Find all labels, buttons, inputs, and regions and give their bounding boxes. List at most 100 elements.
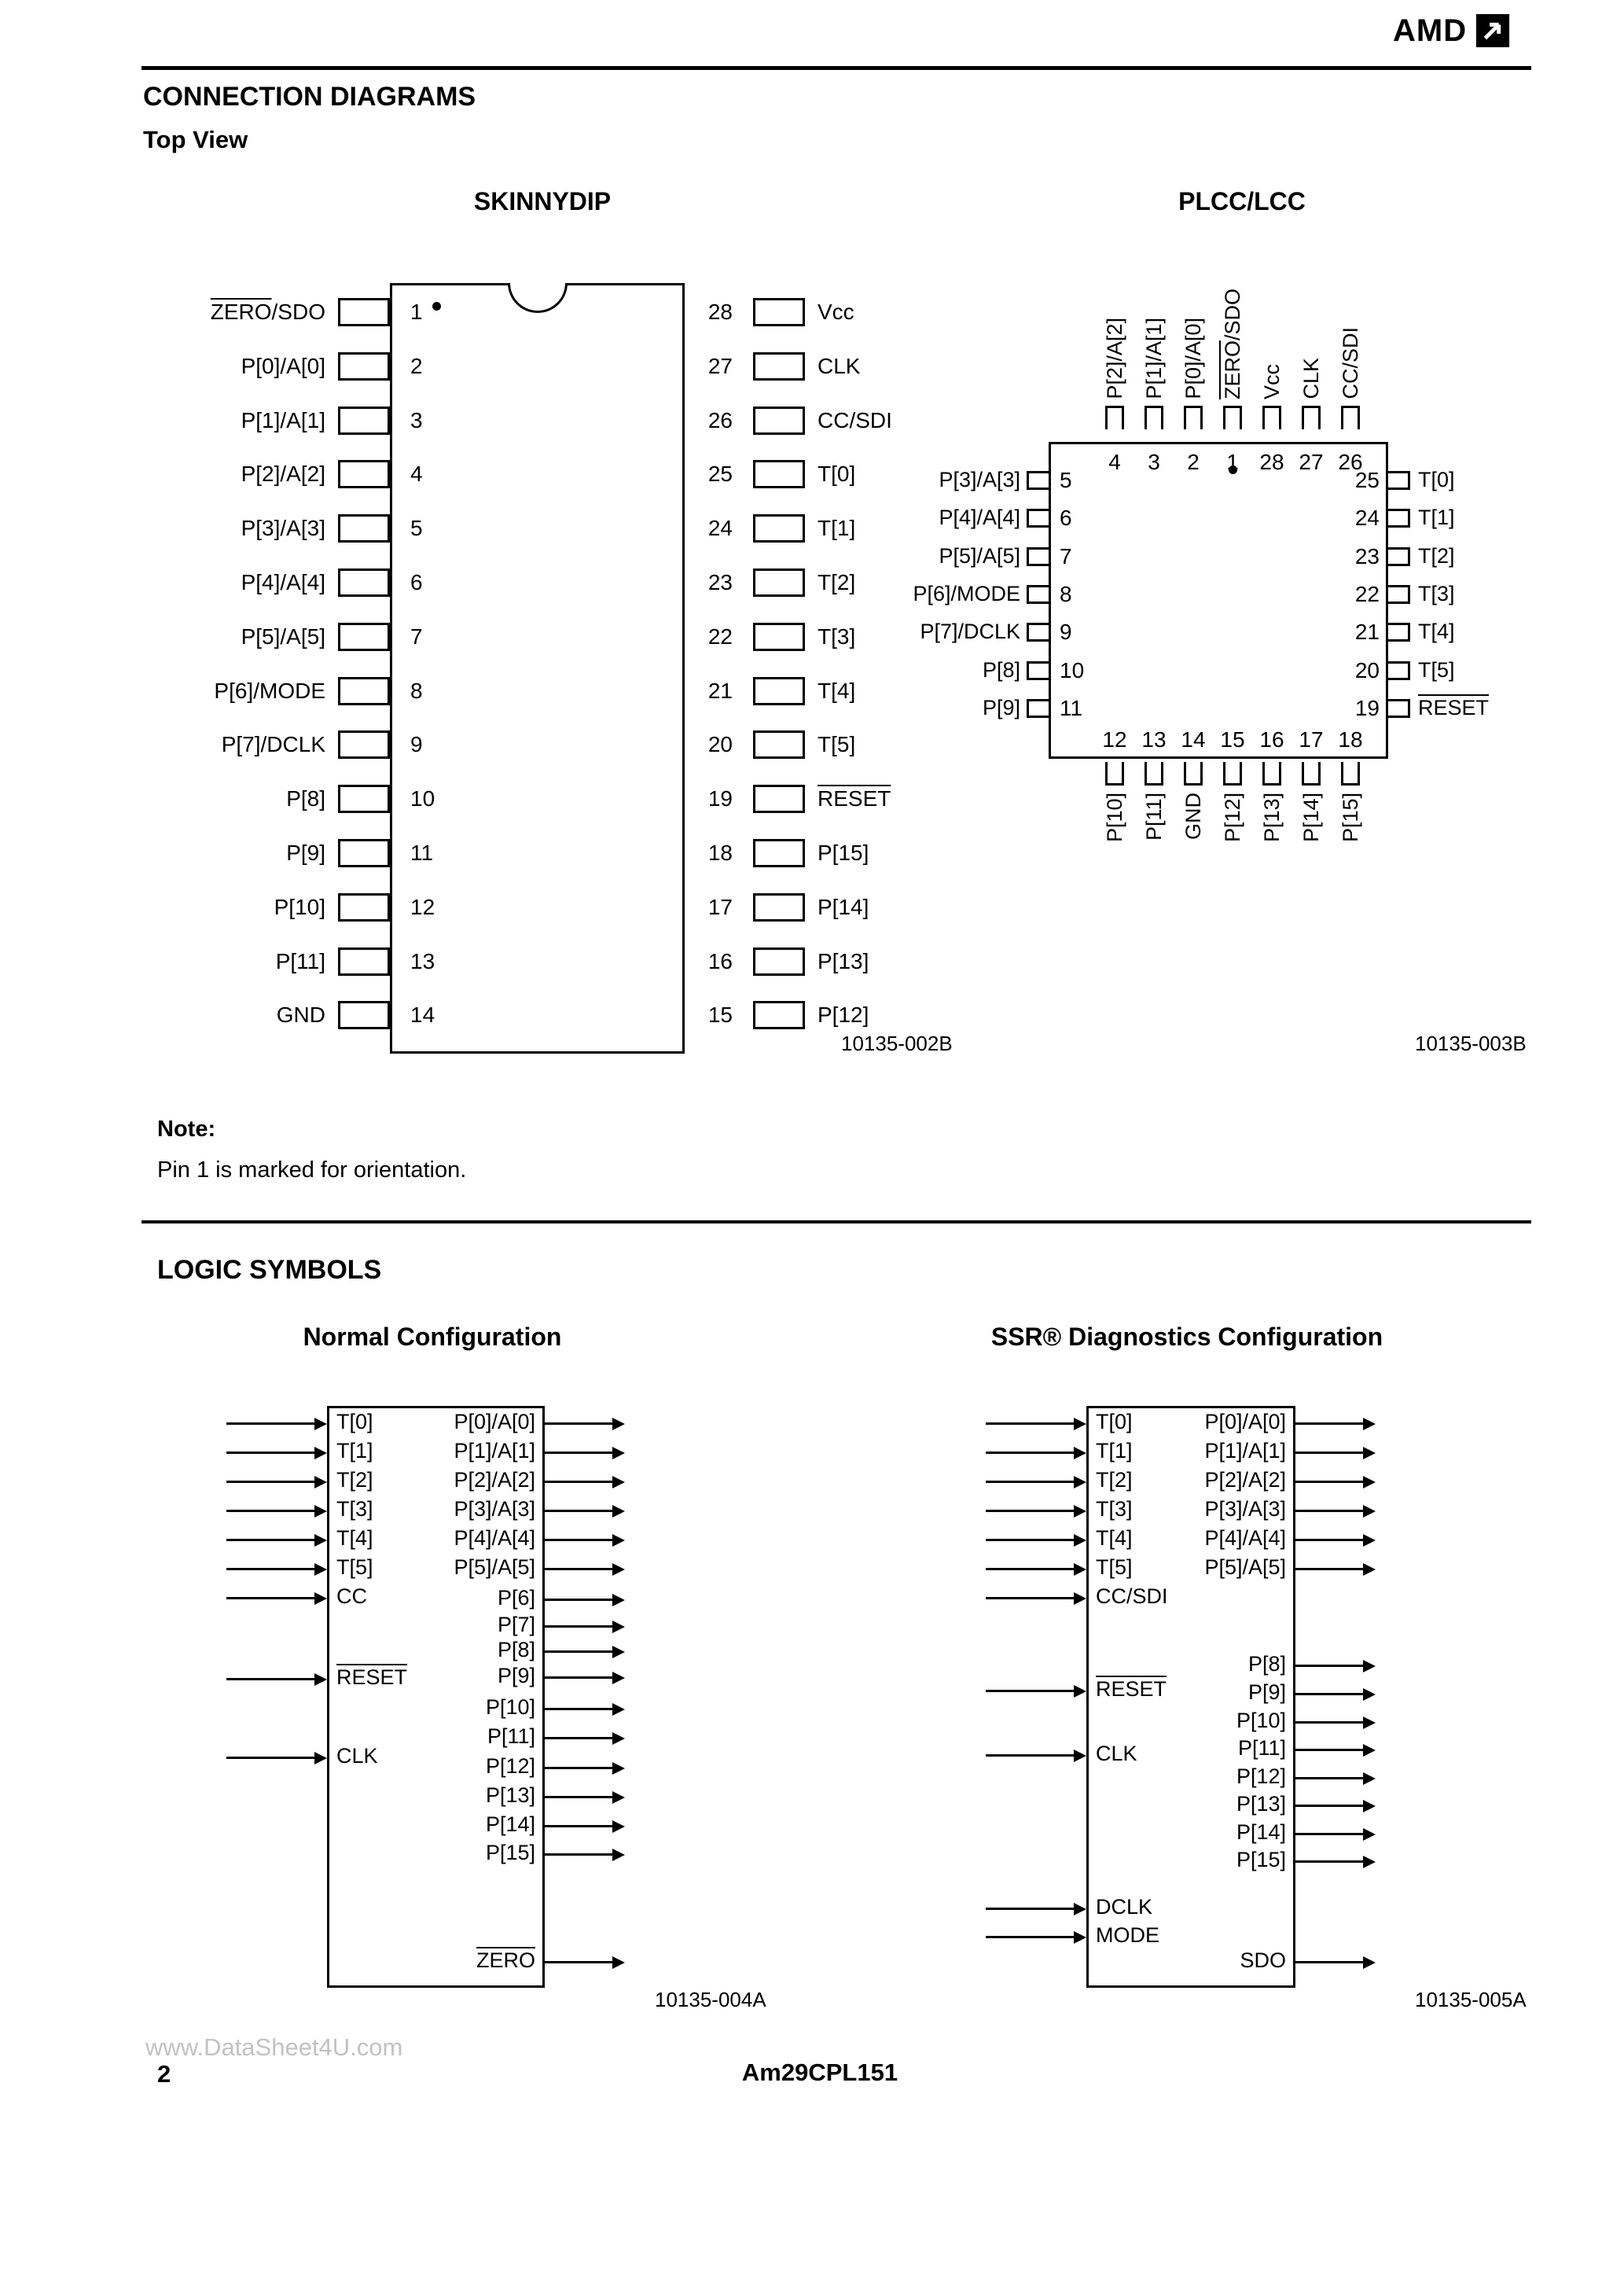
dip-pin-box <box>338 785 390 814</box>
logic-output-label: P[6] <box>497 1586 535 1610</box>
logic-input-label: T[3] <box>1096 1497 1133 1521</box>
logic-input-label: T[3] <box>336 1497 373 1521</box>
dip-pin-label: ZERO/SDO <box>210 300 325 324</box>
plcc-pin-label-text: CC/SDI <box>1338 327 1362 399</box>
plcc-pin-pad <box>1105 406 1124 429</box>
overlined-signal-name: ZERO <box>1220 340 1244 399</box>
input-arrow <box>226 1568 316 1570</box>
logic-output-label: P[2]/A[2] <box>454 1468 535 1492</box>
plcc-pin-number: 8 <box>1060 581 1072 606</box>
dip-pin-box <box>338 730 390 760</box>
plcc-pin-pad <box>1262 406 1281 429</box>
plcc-package-body <box>1049 442 1388 759</box>
logic-output-label: P[9] <box>497 1664 535 1687</box>
plcc-pin-pad <box>1105 762 1124 786</box>
plcc-pin-label-text: P[0]/A[0] <box>1181 318 1205 399</box>
logic-input-label: CC/SDI <box>1096 1584 1168 1608</box>
logic-output-label: P[12] <box>1236 1764 1286 1788</box>
logic-input-label: T[5] <box>1096 1555 1133 1579</box>
plcc-pin-pad <box>1388 546 1410 566</box>
dip-pin-label: T[5] <box>818 732 856 757</box>
dip-pin-number: 5 <box>410 516 423 541</box>
plcc-pin-label: P[15] <box>1331 793 1370 917</box>
plcc-pin-label: RESET <box>1418 696 1583 720</box>
output-arrow <box>545 1481 614 1483</box>
overlined-signal-name: RESET <box>818 786 891 811</box>
plcc-pin-pad <box>1223 406 1242 429</box>
plcc-pin-label: P[4]/A[4] <box>939 506 1020 530</box>
output-arrow <box>1295 1539 1365 1541</box>
output-arrow <box>545 1452 614 1454</box>
dip-pin-box <box>338 406 390 435</box>
dip-pin-box <box>338 947 390 976</box>
dip-pin1-dot <box>432 302 441 311</box>
logic-output-label: P[11] <box>1237 1736 1286 1760</box>
dip-pin-box <box>338 622 390 651</box>
dip-pin-number: 16 <box>707 948 733 973</box>
input-arrow <box>226 1422 316 1425</box>
plcc-pin-label-text: CLK <box>1299 358 1323 399</box>
logic-output-label: P[2]/A[2] <box>1204 1468 1286 1492</box>
input-arrow <box>226 1481 316 1483</box>
output-arrow <box>1295 1721 1365 1724</box>
plcc-pin-pad <box>1341 406 1360 429</box>
dip-pin-number: 17 <box>707 894 733 919</box>
output-arrow <box>545 1650 614 1653</box>
output-arrow <box>545 1510 614 1512</box>
dip-pin-number: 27 <box>707 353 733 378</box>
amd-logo-text: AMD <box>1393 13 1468 48</box>
logic-input-label: T[4] <box>1096 1526 1133 1550</box>
dip-pin-box <box>338 514 390 543</box>
output-arrow <box>545 1853 614 1856</box>
logic-output-label: P[4]/A[4] <box>1204 1526 1286 1550</box>
output-arrow <box>545 1825 614 1827</box>
logic-input-label: MODE <box>1096 1923 1159 1947</box>
plcc-pin-label: CLK <box>1291 277 1331 399</box>
dip-pin-number: 6 <box>410 570 423 594</box>
logic-input-label: RESET <box>1096 1677 1167 1702</box>
input-arrow <box>226 1678 316 1680</box>
dip-pin-box <box>753 676 805 705</box>
overlined-signal-name: RESET <box>336 1665 408 1689</box>
plcc-pin-number: 7 <box>1060 543 1072 568</box>
dip-pin-label: P[4]/A[4] <box>241 570 325 594</box>
logic-output-label: P[1]/A[1] <box>1204 1439 1286 1463</box>
output-arrow <box>1295 1860 1365 1863</box>
dip-pin-label: P[13] <box>818 948 869 973</box>
top-rule <box>141 66 1531 70</box>
plcc-pin-pad <box>1027 546 1049 566</box>
output-arrow <box>545 1676 614 1679</box>
plcc-pin-number: 6 <box>1060 506 1072 531</box>
plcc-pin-number: 25 <box>1354 468 1380 492</box>
dip-pin-label: T[2] <box>818 570 856 594</box>
dip-pin-number: 10 <box>410 786 435 811</box>
plcc-pin-label: P[6]/MODE <box>913 581 1020 605</box>
input-arrow <box>226 1452 316 1454</box>
logic-output-label: P[12] <box>485 1754 535 1778</box>
dip-pin-label: T[1] <box>818 516 856 541</box>
logic-output-label: P[8] <box>497 1638 535 1661</box>
plcc-pin-number: 26 <box>1338 450 1363 474</box>
plcc-pin-label: P[7]/DCLK <box>920 620 1020 644</box>
plcc-pin-pad <box>1027 660 1049 680</box>
output-arrow <box>545 1767 614 1769</box>
plcc-pin-number: 15 <box>1220 727 1245 752</box>
plcc-pin-number: 5 <box>1060 468 1072 492</box>
output-arrow <box>1295 1833 1365 1835</box>
plcc-pin-label-text: P[15] <box>1338 793 1362 843</box>
plcc-pin-pad <box>1388 509 1410 528</box>
plcc-pin-number: 14 <box>1181 727 1206 752</box>
logic-input-label: CLK <box>1096 1742 1137 1765</box>
plcc-pin-label: P[13] <box>1252 793 1291 917</box>
dip-pin-box <box>753 839 805 867</box>
plcc-pin-label-text: Vcc <box>1259 363 1284 399</box>
dip-pin-number: 24 <box>707 516 733 541</box>
plcc-pin-label: T[5] <box>1418 657 1455 682</box>
logic-output-label: P[3]/A[3] <box>1204 1497 1286 1521</box>
dip-pin-number: 18 <box>707 841 733 865</box>
output-arrow <box>545 1625 614 1628</box>
